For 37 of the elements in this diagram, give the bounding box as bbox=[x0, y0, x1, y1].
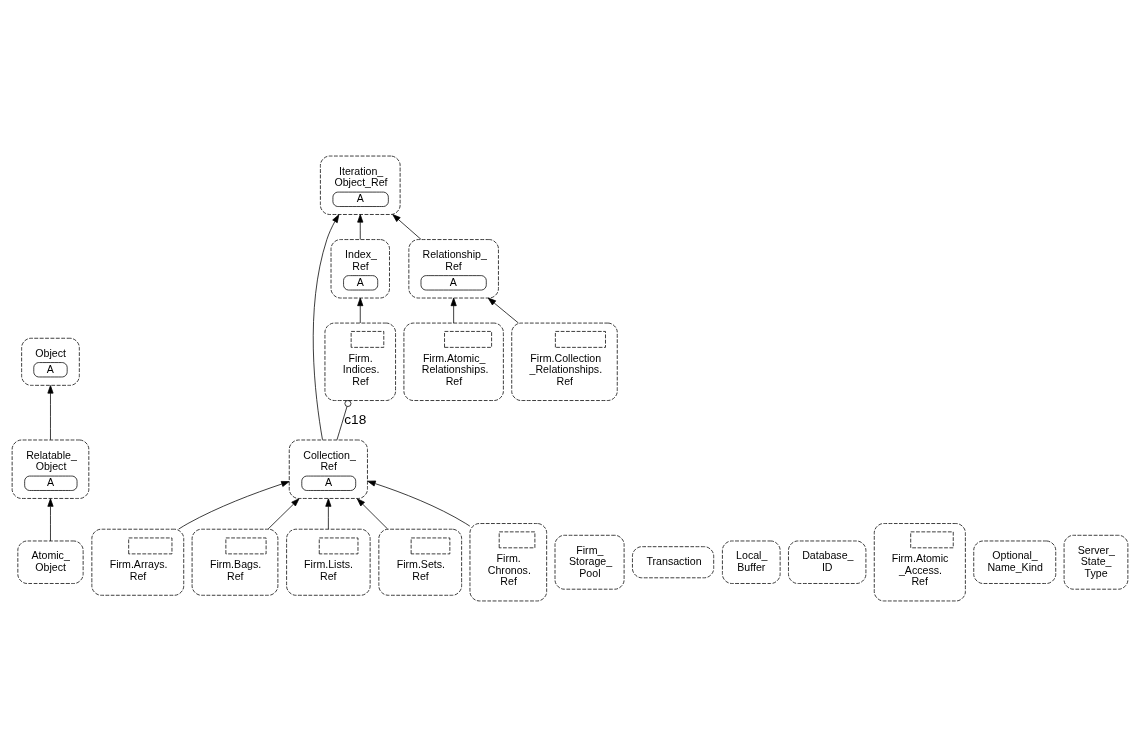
node-box: Firm.Sets. Ref bbox=[378, 528, 462, 596]
node-box: Collection_ Ref A bbox=[288, 439, 368, 499]
node-box: Database_ ID bbox=[788, 540, 867, 584]
node-box: Relationship_ Ref A bbox=[408, 238, 499, 298]
node-box: Firm.Arrays. Ref bbox=[91, 528, 185, 596]
arrow bbox=[325, 497, 332, 529]
node-box: Relatable_ Object A bbox=[11, 439, 90, 499]
arrow bbox=[392, 213, 422, 240]
node-box: Firm.Atomic_ Relationships. Ref bbox=[403, 322, 504, 401]
arrow bbox=[367, 480, 471, 526]
node-box: Firm. Chronos. Ref bbox=[469, 522, 548, 601]
connector bbox=[336, 399, 352, 440]
arrow bbox=[450, 297, 457, 323]
arrow bbox=[356, 497, 388, 529]
node-box: Firm_ Storage_ Pool bbox=[554, 534, 625, 590]
node-box: Server_ State_ Type bbox=[1063, 534, 1129, 590]
edge-label: c18 bbox=[344, 411, 367, 427]
node-box: Firm.Atomic _Access. Ref bbox=[873, 522, 966, 601]
node-box: Local_ Buffer bbox=[722, 540, 781, 584]
arrow bbox=[267, 497, 300, 529]
arrow bbox=[357, 297, 364, 323]
arrow bbox=[312, 213, 340, 440]
node-box: Index_ Ref A bbox=[330, 238, 390, 298]
node-box: Object A bbox=[21, 337, 80, 386]
node-box: Firm. Indices. Ref bbox=[324, 322, 396, 401]
arrow bbox=[357, 213, 364, 240]
node-box: Transaction bbox=[632, 545, 715, 578]
arrow bbox=[47, 384, 54, 440]
node-box: Firm.Bags. Ref bbox=[191, 528, 279, 596]
arrow bbox=[487, 297, 519, 323]
arrow bbox=[47, 497, 54, 541]
node-box: Firm.Collection _Relationships. Ref bbox=[511, 322, 618, 401]
node-box: Firm.Lists. Ref bbox=[286, 528, 371, 596]
node-box: Iteration_ Object_Ref A bbox=[320, 155, 401, 215]
node-box: Atomic_ Object bbox=[17, 540, 84, 584]
arrow bbox=[178, 480, 290, 529]
node-box: Optional_ Name_Kind bbox=[973, 540, 1057, 584]
